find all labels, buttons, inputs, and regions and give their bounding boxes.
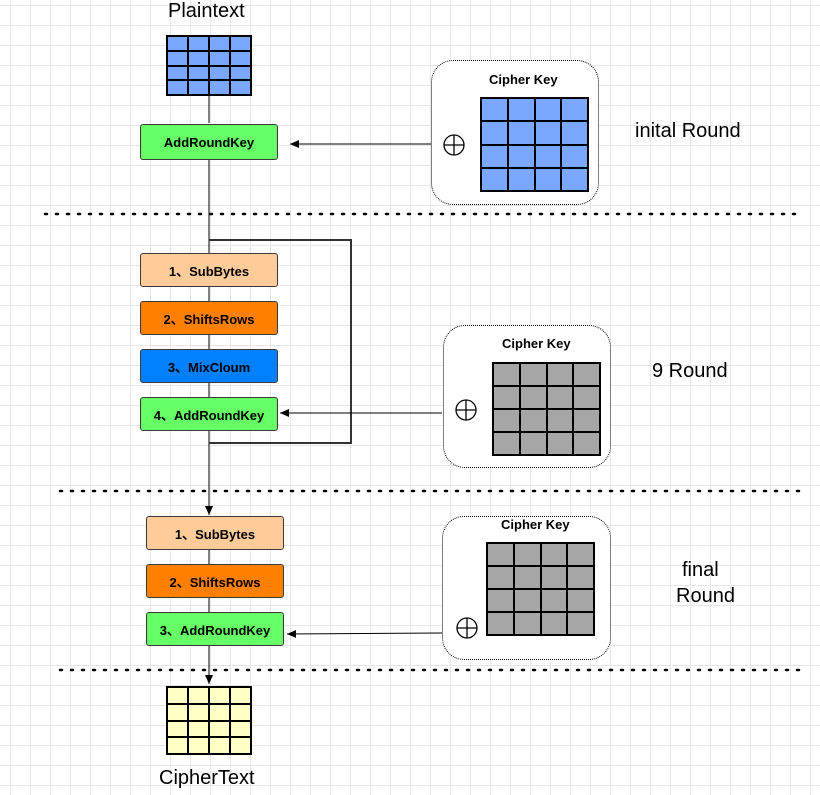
initial-addroundkey-step[interactable]: AddRoundKey bbox=[140, 124, 278, 160]
ciphertext-grid bbox=[166, 686, 252, 755]
ciphertext-label: CipherText bbox=[159, 767, 255, 789]
final-addroundkey-step[interactable]: 3、AddRoundKey bbox=[146, 612, 284, 646]
final-round-label: final Round bbox=[676, 557, 735, 609]
initial-key-grid bbox=[480, 97, 589, 192]
final-round-label-line1: final bbox=[682, 559, 719, 581]
key-arrow-final bbox=[286, 629, 443, 638]
final-subbytes-step[interactable]: 1、SubBytes bbox=[146, 516, 284, 550]
plaintext-label: Plaintext bbox=[168, 0, 245, 22]
round-mixcolumns-step[interactable]: 3、MixCloum bbox=[140, 349, 278, 383]
final-key-panel: Cipher Key bbox=[442, 516, 611, 660]
round-subbytes-step[interactable]: 1、SubBytes bbox=[140, 253, 278, 287]
round-shiftrows-step[interactable]: 2、ShiftsRows bbox=[140, 301, 278, 335]
round-addroundkey-step[interactable]: 4、AddRoundKey bbox=[140, 397, 278, 431]
key-title: Cipher Key bbox=[502, 336, 571, 351]
final-shiftrows-step[interactable]: 2、ShiftsRows bbox=[146, 564, 284, 598]
main-round-label: 9 Round bbox=[652, 360, 728, 382]
round-key-grid bbox=[492, 362, 601, 456]
round-loop-bracket bbox=[209, 239, 352, 444]
round-key-panel: Cipher Key bbox=[443, 325, 611, 468]
xor-icon bbox=[456, 617, 478, 639]
xor-icon bbox=[455, 399, 477, 421]
final-round-label-line2: Round bbox=[676, 585, 735, 607]
final-key-grid bbox=[486, 542, 595, 636]
key-title: Cipher Key bbox=[501, 517, 570, 532]
plaintext-grid bbox=[166, 35, 252, 96]
xor-icon bbox=[443, 134, 465, 156]
key-title: Cipher Key bbox=[489, 72, 558, 87]
initial-round-label: inital Round bbox=[635, 120, 741, 142]
initial-key-panel: Cipher Key bbox=[431, 60, 599, 205]
